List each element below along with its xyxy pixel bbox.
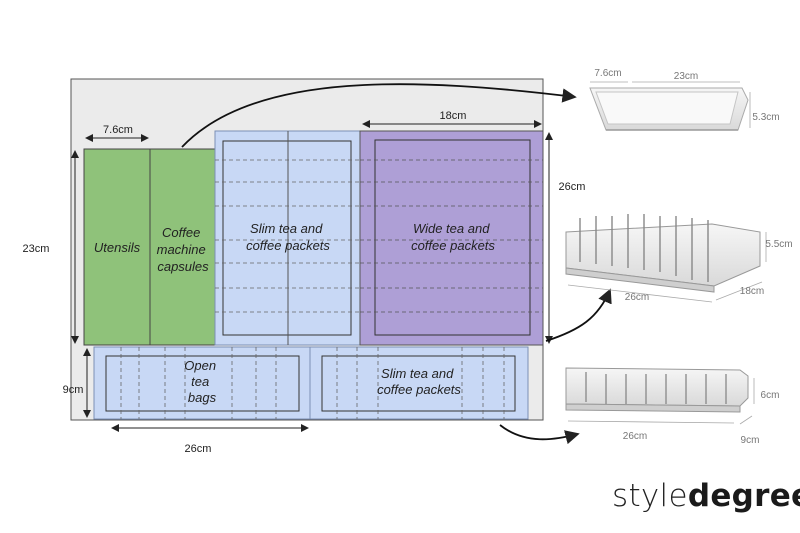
open-tea-label: Open tea bags [184, 358, 219, 405]
slim-tea-top-label: Slim tea and coffee packets [246, 221, 330, 253]
tray-dim-length: 23cm [674, 71, 698, 82]
capsules-zone [149, 148, 216, 346]
open-tea-inner [105, 355, 300, 412]
large-organizer-dim-height: 5.5cm [765, 239, 792, 250]
large-organizer-dim-depth: 18cm [740, 286, 764, 297]
tray-dim-height: 5.3cm [752, 112, 779, 123]
dim-wide-height: 26cm [559, 181, 586, 193]
wide-tea-zone [359, 130, 544, 346]
dim-bottom-height: 9cm [63, 384, 84, 396]
brand-logo-part2: degree [687, 478, 800, 514]
brand-logo-part1: style [612, 478, 688, 514]
slim-tea-bottom-label: Slim tea and coffee packets [377, 366, 461, 397]
arrow-to-small-organizer [499, 424, 580, 445]
capsules-label: Coffee machine capsules [157, 225, 210, 274]
dim-bottom-width: 26cm [185, 443, 212, 455]
large-organizer-dim-length: 26cm [625, 292, 649, 303]
dim-utensil-width: 7.6cm [103, 124, 133, 136]
small-organizer-dim-depth: 9cm [741, 435, 760, 446]
dim-drawer-height: 23cm [23, 243, 50, 255]
wide-tea-label: Wide tea and coffee packets [411, 221, 495, 253]
small-organizer-product-image [565, 367, 749, 413]
large-organizer-product-image [565, 214, 761, 293]
open-tea-zone [93, 346, 311, 420]
brand-logo: styledegree [612, 478, 800, 514]
dim-wide-width: 18cm [440, 110, 467, 122]
wide-tea-inner [374, 139, 531, 336]
slim-tea-bottom-inner [321, 355, 516, 412]
tray-product-image [589, 87, 749, 131]
arrow-to-large-organizer [545, 288, 612, 342]
slim-tea-top-inner [222, 140, 352, 336]
arrow-to-tray [181, 83, 577, 148]
slim-tea-bottom-zone [309, 346, 529, 420]
small-organizer-dim-height: 6cm [761, 390, 780, 401]
tray-dim-width: 7.6cm [594, 68, 621, 79]
small-organizer-dim-length: 26cm [623, 431, 647, 442]
utensils-zone [83, 148, 151, 346]
utensils-label: Utensils [94, 240, 141, 255]
